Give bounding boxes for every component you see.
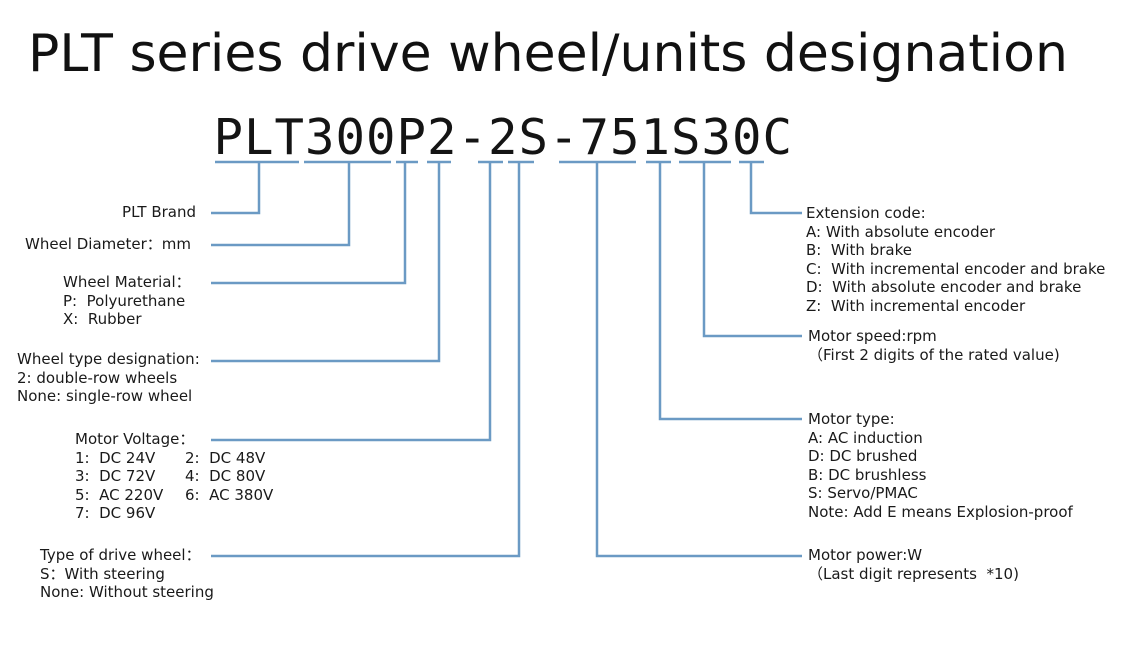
label-extension-item: D: With absolute encoder and brake [806, 278, 1082, 297]
connector-speed [702, 163, 802, 338]
code-char: 2 [487, 109, 518, 166]
label-extension-item: B: With brake [806, 241, 912, 260]
code-char: 0 [335, 109, 365, 166]
label-material-item: P: Polyurethane [63, 291, 186, 310]
label-motor-type-item: D: DC brushed [808, 447, 918, 466]
label-power: Motor power:W （Last digit represents *10… [808, 546, 1019, 583]
label-brand-title: PLT Brand [122, 203, 196, 221]
label-motor-type-item: B: DC brushless [808, 465, 927, 484]
voltage-cell: 2: DC 48V [185, 448, 266, 467]
voltage-row: 7: DC 96V [75, 504, 273, 523]
label-drive-item: None: Without steering [40, 583, 214, 602]
label-diameter: Wheel Diameter：mm [25, 235, 191, 254]
voltage-row: 3: DC 72V 4: DC 80V [75, 467, 273, 486]
code-char: 5 [609, 109, 640, 166]
label-drive-item: S：With steering [40, 564, 165, 583]
label-extension-item: A: With absolute encoder [806, 222, 995, 241]
label-wheel-type-title: Wheel type designation: [17, 350, 200, 368]
label-drive: Type of drive wheel： S：With steering Non… [40, 546, 214, 602]
model-code: PLT300P2-2S-751S30C [213, 108, 793, 168]
connector-wheel-type [211, 163, 441, 363]
label-speed-title: Motor speed:rpm [808, 327, 937, 345]
code-char: C [762, 109, 792, 166]
voltage-row: 1: DC 24V 2: DC 48V [75, 449, 273, 468]
connector-drive [211, 163, 521, 558]
label-speed: Motor speed:rpm （First 2 digits of the r… [808, 327, 1060, 364]
label-speed-note: （First 2 digits of the rated value) [808, 345, 1060, 364]
voltage-cell: 3: DC 72V [75, 467, 156, 486]
voltage-cell: 4: DC 80V [185, 467, 266, 486]
connector-diameter [211, 163, 351, 247]
code-char: P [213, 109, 243, 166]
connector-brand [211, 163, 261, 215]
label-wheel-type-item: None: single-row wheel [17, 387, 193, 406]
code-char: 7 [579, 109, 609, 166]
code-char: T [274, 109, 304, 166]
label-voltage: Motor Voltage： 1: DC 24V 2: DC 48V 3: DC … [75, 430, 273, 523]
label-extension: Extension code: A: With absolute encoder… [806, 204, 1105, 316]
code-char: 1 [640, 109, 670, 166]
connector-motor-type [658, 163, 802, 421]
label-brand: PLT Brand [40, 203, 196, 222]
voltage-cell: 5: AC 220V [75, 485, 164, 504]
code-char: 3 [304, 109, 335, 166]
label-motor-type-item: A: AC induction [808, 428, 923, 447]
code-char: - [548, 109, 579, 166]
voltage-cell: 7: DC 96V [75, 504, 156, 523]
label-extension-item: Z: With incremental encoder [806, 296, 1026, 315]
voltage-cell: 6: AC 380V [185, 485, 274, 504]
label-motor-type-item: Note: Add E means Explosion-proof [808, 502, 1073, 521]
voltage-row: 5: AC 220V 6: AC 380V [75, 486, 273, 505]
label-material-title: Wheel Material： [63, 273, 191, 291]
label-power-title: Motor power:W [808, 546, 923, 564]
code-char: 0 [731, 109, 762, 166]
code-char: P [396, 109, 426, 166]
code-char: - [457, 109, 487, 166]
label-power-note: （Last digit represents *10) [808, 564, 1019, 583]
label-motor-type-item: S: Servo/PMAC [808, 484, 918, 503]
label-wheel-type: Wheel type designation: 2: double-row wh… [17, 350, 200, 406]
label-voltage-title: Motor Voltage： [75, 430, 195, 448]
code-char: L [243, 109, 274, 166]
connector-power [595, 163, 802, 558]
label-diameter-title: Wheel Diameter：mm [25, 235, 191, 253]
code-char: 3 [701, 109, 731, 166]
code-char: S [670, 109, 701, 166]
code-char: S [518, 109, 548, 166]
label-extension-item: C: With incremental encoder and brake [806, 259, 1106, 278]
label-material-item: X: Rubber [63, 310, 142, 329]
label-drive-title: Type of drive wheel： [40, 546, 201, 564]
label-motor-type-title: Motor type: [808, 410, 895, 428]
code-char: 2 [426, 109, 457, 166]
page-title: PLT series drive wheel/units designation [28, 24, 1068, 84]
label-extension-title: Extension code: [806, 204, 926, 222]
voltage-cell: 1: DC 24V [75, 448, 156, 467]
label-motor-type: Motor type: A: AC induction D: DC brushe… [808, 410, 1073, 522]
connector-extension [749, 163, 802, 215]
label-material: Wheel Material： P: Polyurethane X: Rubbe… [63, 273, 191, 329]
code-char: 0 [365, 109, 396, 166]
label-wheel-type-item: 2: double-row wheels [17, 368, 178, 387]
connector-voltage [211, 163, 492, 442]
connector-material [211, 163, 407, 285]
